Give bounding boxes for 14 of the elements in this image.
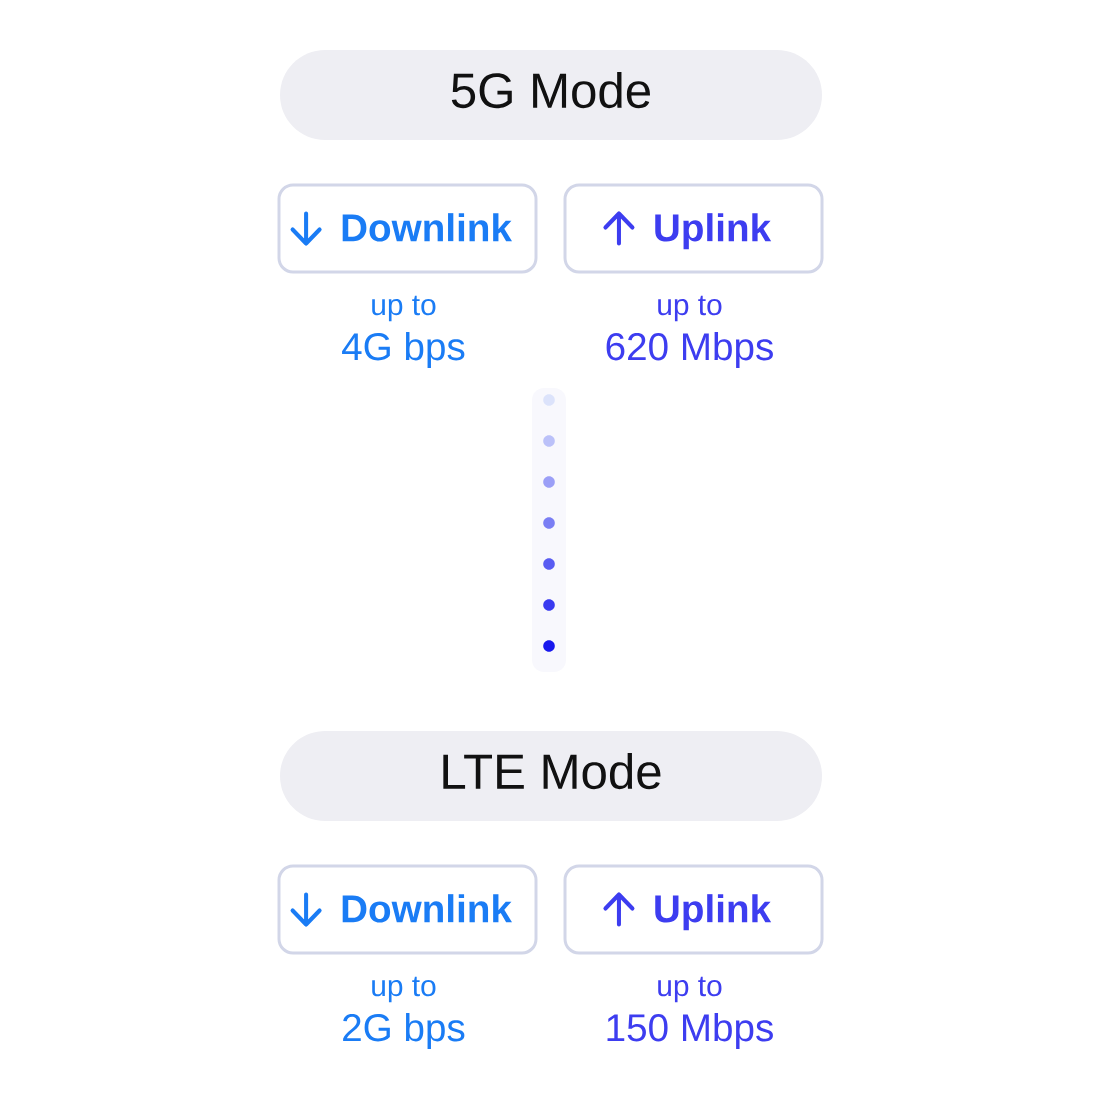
direction-button: Downlink [277,864,538,955]
direction-button: Uplink [563,864,824,955]
title-pill: LTE Mode [280,731,822,821]
caption-text: up to [372,295,436,322]
caption-text: up to [658,295,722,322]
caption-text: up to [372,976,436,1003]
speed-value: 4G bps [342,332,465,368]
speed-value: 620 Mbps [606,332,773,368]
direction-button: Uplink [563,183,824,274]
title-pill: 5G Mode [280,50,822,140]
speed-value: 2G bps [343,1013,465,1049]
speed-value: 150 Mbps [607,1013,773,1049]
caption-text: up to [658,976,722,1003]
direction-button: Downlink [277,183,538,274]
